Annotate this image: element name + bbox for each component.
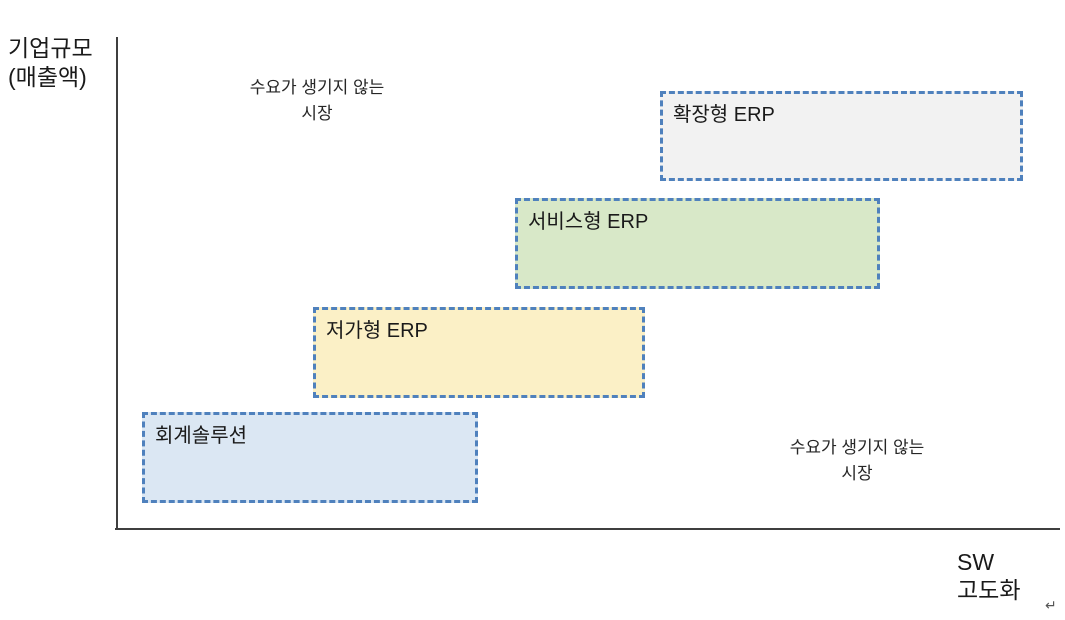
y-axis-label-line2: (매출액) [8, 64, 87, 90]
box-service-erp: 서비스형 ERP [515, 198, 880, 289]
y-axis-label-line1: 기업규모 [8, 35, 93, 61]
annotation-no-demand-top: 수요가 생기지 않는 시장 [207, 75, 427, 127]
annotation-line1: 수요가 생기지 않는 [249, 78, 385, 97]
box-label: 서비스형 ERP [528, 211, 649, 233]
box-label: 확장형 ERP [673, 104, 775, 126]
x-axis-label-line2: 고도화 [957, 577, 1021, 603]
annotation-line2: 시장 [301, 104, 333, 123]
box-low-cost-erp: 저가형 ERP [313, 307, 645, 398]
annotation-line1: 수요가 생기지 않는 [789, 438, 925, 457]
y-axis-label: 기업규모 (매출액) [8, 34, 93, 92]
box-label: 저가형 ERP [326, 320, 428, 342]
box-accounting-solution: 회계솔루션 [142, 412, 478, 503]
box-label: 회계솔루션 [155, 425, 247, 447]
box-extended-erp: 확장형 ERP [660, 91, 1023, 181]
annotation-line2: 시장 [841, 464, 873, 483]
x-axis-label: SW 고도화 [957, 548, 1020, 604]
annotation-no-demand-bottom: 수요가 생기지 않는 시장 [747, 435, 967, 487]
x-axis-line [115, 528, 1060, 530]
paragraph-return-icon: ↵ [1045, 597, 1057, 613]
x-axis-label-line1: SW [957, 549, 995, 575]
y-axis-line [116, 37, 118, 529]
